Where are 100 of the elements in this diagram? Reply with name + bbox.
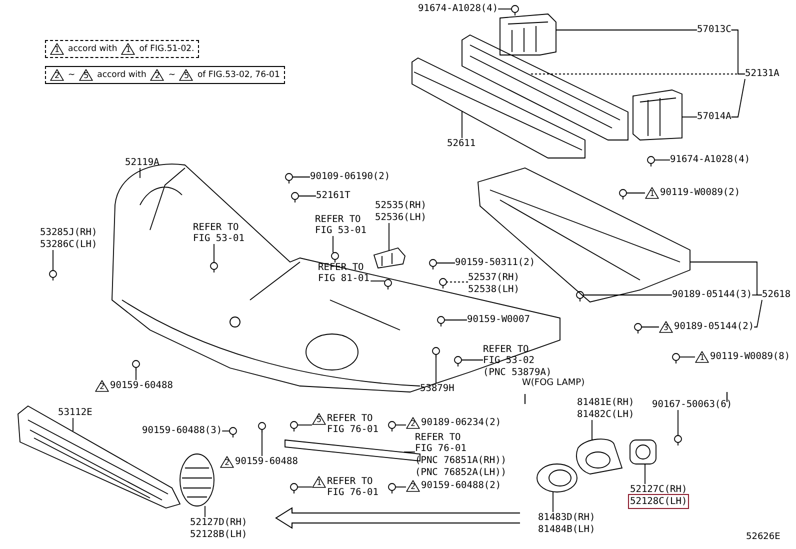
leader-line [388,222,390,252]
part-number: 90159-60488 [235,456,298,467]
clip-icon [672,353,680,364]
part-number: 53286C(LH) [40,239,98,250]
leader-line [204,506,206,518]
reference-note: (PNC 53879A) [483,367,552,378]
note-text: accord with [97,70,146,80]
note-text: of FIG.53-02, 76-01 [197,70,280,80]
note-text: ~ [168,70,176,80]
part-number: 90189-05144(2) [674,321,754,332]
part-number: 91674-A1028(4) [418,3,498,14]
part-number: 53112E [58,407,92,418]
clip-icon [285,173,293,184]
part-number: 90119-W0089(2) [660,187,740,198]
note-triangle: 3 [659,321,673,333]
note-triangle: 2 [406,480,420,492]
note-box [45,66,285,84]
leader-line [679,356,696,358]
clip-icon [331,252,339,263]
part-number: 52611 [447,138,476,149]
note-text: ~ [68,70,76,80]
clip-icon [511,5,519,16]
part-number: 52128B(LH) [190,529,248,540]
clip-icon [290,483,298,494]
part-number: 90159-60488(3) [142,425,222,436]
note-triangle: 2 [50,69,64,81]
part-number: 52535(RH) [375,200,426,211]
clip-icon [576,291,584,302]
part-number: 90159-60488 [110,380,173,391]
clip-icon [437,316,445,327]
clip-icon [432,347,440,358]
clip-icon [384,279,392,290]
leader-line [641,326,660,328]
clip-icon [439,278,447,289]
note-box [45,40,200,58]
note-triangle: 1 [50,43,64,55]
note-text: accord with [68,44,118,54]
reference-note: REFER TO FIG 76-01 [415,432,468,454]
part-number: 90159-60488(2) [421,480,502,491]
part-number: 53879H [420,383,454,394]
part-number: 52127D(RH) [190,517,248,528]
clip-icon [49,270,57,281]
note-triangle: 2 [220,456,234,468]
leader-line [370,280,385,282]
leader-line [498,8,512,10]
leader-line [552,492,554,512]
part-number: 52119A [125,157,160,168]
leader-line [395,424,406,426]
part-number: 57013C [697,24,732,35]
clip-icon [634,323,642,334]
leader-line [52,250,54,271]
clip-icon [674,435,682,446]
part-number: 57014A [697,111,732,122]
variant-note: W(FOG LAMP) [522,378,585,389]
part-number: 90159-50311(2) [455,257,536,268]
part-number: 53285J(RH) [40,227,98,238]
clip-icon [258,422,266,433]
leader-line [436,262,456,264]
figure-code: 52626E [746,532,780,543]
part-number: 52538(LH) [468,284,520,295]
part-number: 91674-A1028(4) [670,154,750,165]
part-number: 52127C(RH) [630,484,688,495]
part-number: 81483D(RH) [538,512,596,523]
reference-note: REFER TO FIG 81-01 [318,262,370,284]
leader-line [730,78,746,118]
note-triangle: 5 [79,69,94,81]
part-number: 52537(RH) [468,272,520,283]
note-triangle: 1 [695,351,709,363]
highlighted-part-number: 52128C(LH) [630,496,688,507]
part-number: 90189-05144(3) [672,289,752,300]
note-triangle: 5 [312,413,326,425]
leader-line [332,236,334,253]
clip-icon [132,360,140,371]
absorber-drawing [412,57,586,158]
reference-note: REFER TO FIG 76-01 [327,413,380,435]
part-number: 90167-50063(6) [652,399,732,410]
note-triangle: 1 [121,43,136,55]
part-number: 52618 [762,289,791,300]
clip-icon [229,427,237,438]
reference-note: REFER TO FIG 76-01 [327,476,380,498]
leader-line [682,116,698,118]
clip-icon [388,483,396,494]
leader-line [626,192,646,194]
part-number: 52161T [316,190,350,201]
clip-icon [619,189,627,200]
part-number: 90189-06234(2) [421,417,502,428]
clip-icon [291,192,299,203]
fog-cover-drawing [180,454,214,506]
reference-note: REFER TO FIG 53-02 [483,344,536,366]
part-number: 81482C(LH) [577,409,634,420]
bracket-drawing [374,247,406,268]
reference-note: (PNC 76852A(LH)) [415,467,507,478]
leader-line [222,430,230,432]
note-triangle: 2 [95,380,109,392]
part-number: 52536(LH) [375,212,426,223]
reference-note: REFER TO FIG 53-01 [315,214,368,236]
reference-note: (PNC 76851A(RH)) [415,455,507,466]
note-triangle: 2 [150,69,164,81]
bracket-drawing [500,14,556,56]
leader-line [292,176,310,178]
